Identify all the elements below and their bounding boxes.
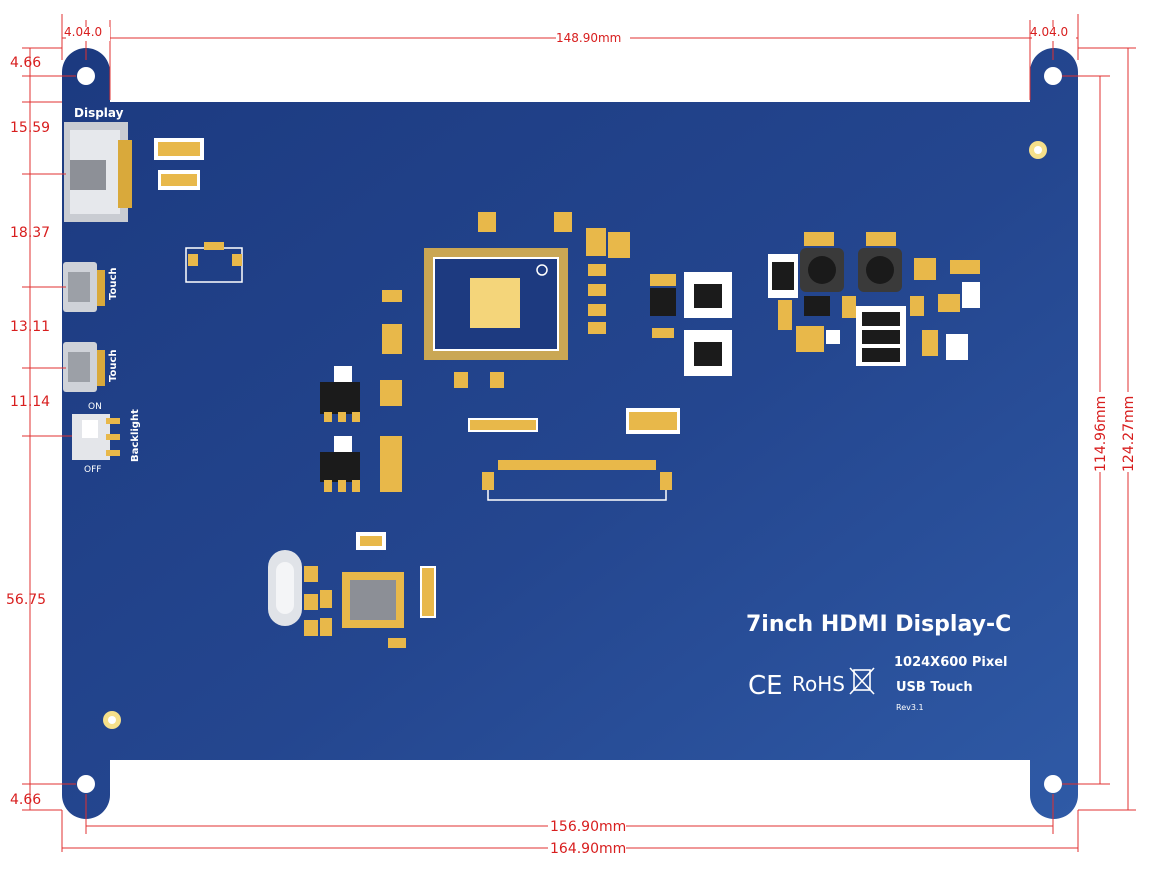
dim-left-5: 56.75 xyxy=(6,592,46,608)
dim-left-3: 13.11 xyxy=(10,319,50,335)
touch-port-label-2: Touch xyxy=(108,349,119,382)
dim-top-left-offset: 4.04.0 xyxy=(64,25,102,39)
board-title: 7inch HDMI Display-C xyxy=(746,612,1011,637)
display-port-label: Display xyxy=(74,106,124,120)
dim-left-2: 18.37 xyxy=(10,225,50,241)
dim-bottom-inner: 156.90mm xyxy=(550,819,626,835)
dim-left-6: 4.66 xyxy=(10,792,41,808)
mcu-section xyxy=(268,532,436,648)
backlight-label: Backlight xyxy=(130,409,141,462)
revision-text: Rev3.1 xyxy=(896,703,924,712)
rohs-mark: RoHS xyxy=(792,672,845,696)
dim-right-inner: 114.96mm xyxy=(1093,396,1109,472)
switch-off-label: OFF xyxy=(84,465,101,475)
dim-right-outer: 124.27mm xyxy=(1121,396,1137,472)
power-components xyxy=(768,232,980,366)
backlight-switch xyxy=(72,414,120,460)
switch-on-label: ON xyxy=(88,402,102,412)
regulators xyxy=(320,366,360,492)
touch-port-label-1: Touch xyxy=(108,267,119,300)
fpc-connector xyxy=(482,460,672,501)
pin-header-row xyxy=(468,408,680,434)
mounting-holes xyxy=(77,67,1062,793)
passive-components xyxy=(154,138,732,492)
dim-bottom-outer: 164.90mm xyxy=(550,841,626,857)
pcb-board xyxy=(62,48,1078,819)
resolution-text: 1024X600 Pixel xyxy=(894,655,1008,670)
weee-bin-icon xyxy=(849,667,875,695)
dim-left-4: 11.14 xyxy=(10,394,50,410)
touch-text: USB Touch xyxy=(896,680,973,695)
ce-mark: CE xyxy=(748,671,783,701)
usb-touch-connector-2 xyxy=(63,342,105,392)
dim-left-0: 4.66 xyxy=(10,55,41,71)
dim-top-span: 148.90mm xyxy=(556,31,621,45)
usb-touch-connector-1 xyxy=(63,262,105,312)
dim-top-right-offset: 4.04.0 xyxy=(1030,25,1068,39)
main-controller-chip xyxy=(424,248,568,360)
hdmi-connector xyxy=(64,122,132,222)
dim-left-1: 15.59 xyxy=(10,120,50,136)
